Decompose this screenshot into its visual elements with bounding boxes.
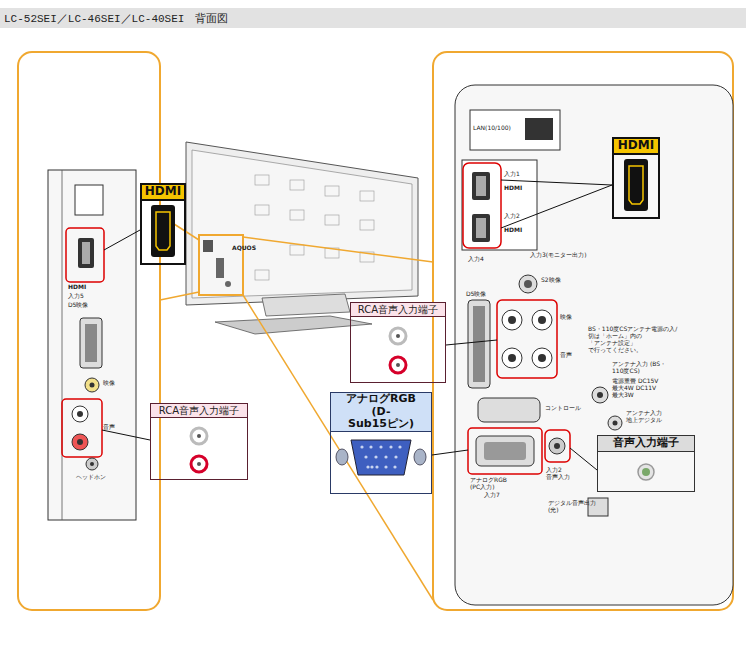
callout-box: RCA音声入力端子 [350,302,446,383]
zoom-frame [18,52,160,610]
callout-header: HDMI [140,183,186,201]
hdmi-icon [151,159,648,257]
panel-label: アンテナ入力 (BS・110度CS) [612,361,682,375]
callout-label: RCA音声入力端子 [358,304,438,316]
panel-label: 入力5 [68,293,102,300]
diagram-title: LC-52SEI／LC-46SEI／LC-40SEI 背面図 [4,11,228,26]
callout-box: RCA音声入力端子 [150,403,248,480]
dsub-icon [336,440,426,475]
callout-box: HDMI [612,137,660,219]
panel-label: 入力7 [484,492,508,499]
callout-label: HDMI [145,185,181,199]
panel-label: 入力1 [504,171,534,178]
callout-header: RCA音声入力端子 [150,403,248,418]
leader-line [102,180,612,470]
panel-label: BS・110度CSアンテナ電源の入/切は「ホーム」内の「アンテナ設定」で行ってく… [588,326,684,354]
panel-label: LAN(10/100) [473,125,523,132]
panel-label: 音声 [103,424,129,431]
title-band [0,8,746,28]
callout-header: HDMI [612,137,660,155]
callout-body [597,452,695,492]
panel-label: 入力2 音声入力 [546,467,580,481]
callout-body [612,155,660,219]
callout-header: アナログRGB (D-Sub15ピン) [330,392,432,432]
panel-label: 入力2 [504,213,534,220]
panel-label: ヘッドホン [76,474,120,481]
callout-label: 音声入力端子 [613,437,679,450]
panel-label: S2映像 [541,277,573,284]
panel-label: 映像 [103,380,129,387]
callout-label: アナログRGB (D-Sub15ピン) [341,393,421,431]
panel-label: AQUOS [232,245,262,252]
panel-label: 入力3(モニター出力) [530,252,580,259]
audio-jack-icon [638,464,654,480]
panel-label: HDMI [504,185,534,192]
panel-label: アナログRGB (PC入力) [470,477,532,491]
panel-label: HDMI [504,227,534,234]
callout-body [350,317,446,383]
panel-label: 入力4 [468,256,496,263]
side-panel [48,170,136,520]
panel-label: 音声 [560,352,582,359]
callout-header: 音声入力端子 [597,435,695,452]
zoom-frame [433,52,733,610]
panel-label: デジタル音声出力 (光) [548,500,586,514]
callout-header: RCA音声入力端子 [350,302,446,317]
panel-label: HDMI [68,284,102,291]
callout-label: RCA音声入力端子 [159,405,239,417]
panel-label: D5映像 [68,302,102,309]
rear-panel [455,85,733,605]
callout-box: 音声入力端子 [597,435,695,492]
panel-label: 電源重畳 DC15V 最大4W DC11V 最大3W [612,378,674,399]
callout-body [330,432,432,494]
callout-body [150,418,248,480]
callout-box: HDMI [140,183,186,265]
panel-label: 映像 [560,314,582,321]
callout-label: HDMI [618,139,654,153]
panel-label: コントロール [545,405,587,412]
panel-label: D5映像 [466,291,496,298]
callout-box: アナログRGB (D-Sub15ピン) [330,392,432,494]
panel-label: アンテナ入力 地上デジタル [626,410,686,424]
callout-body [140,201,186,265]
